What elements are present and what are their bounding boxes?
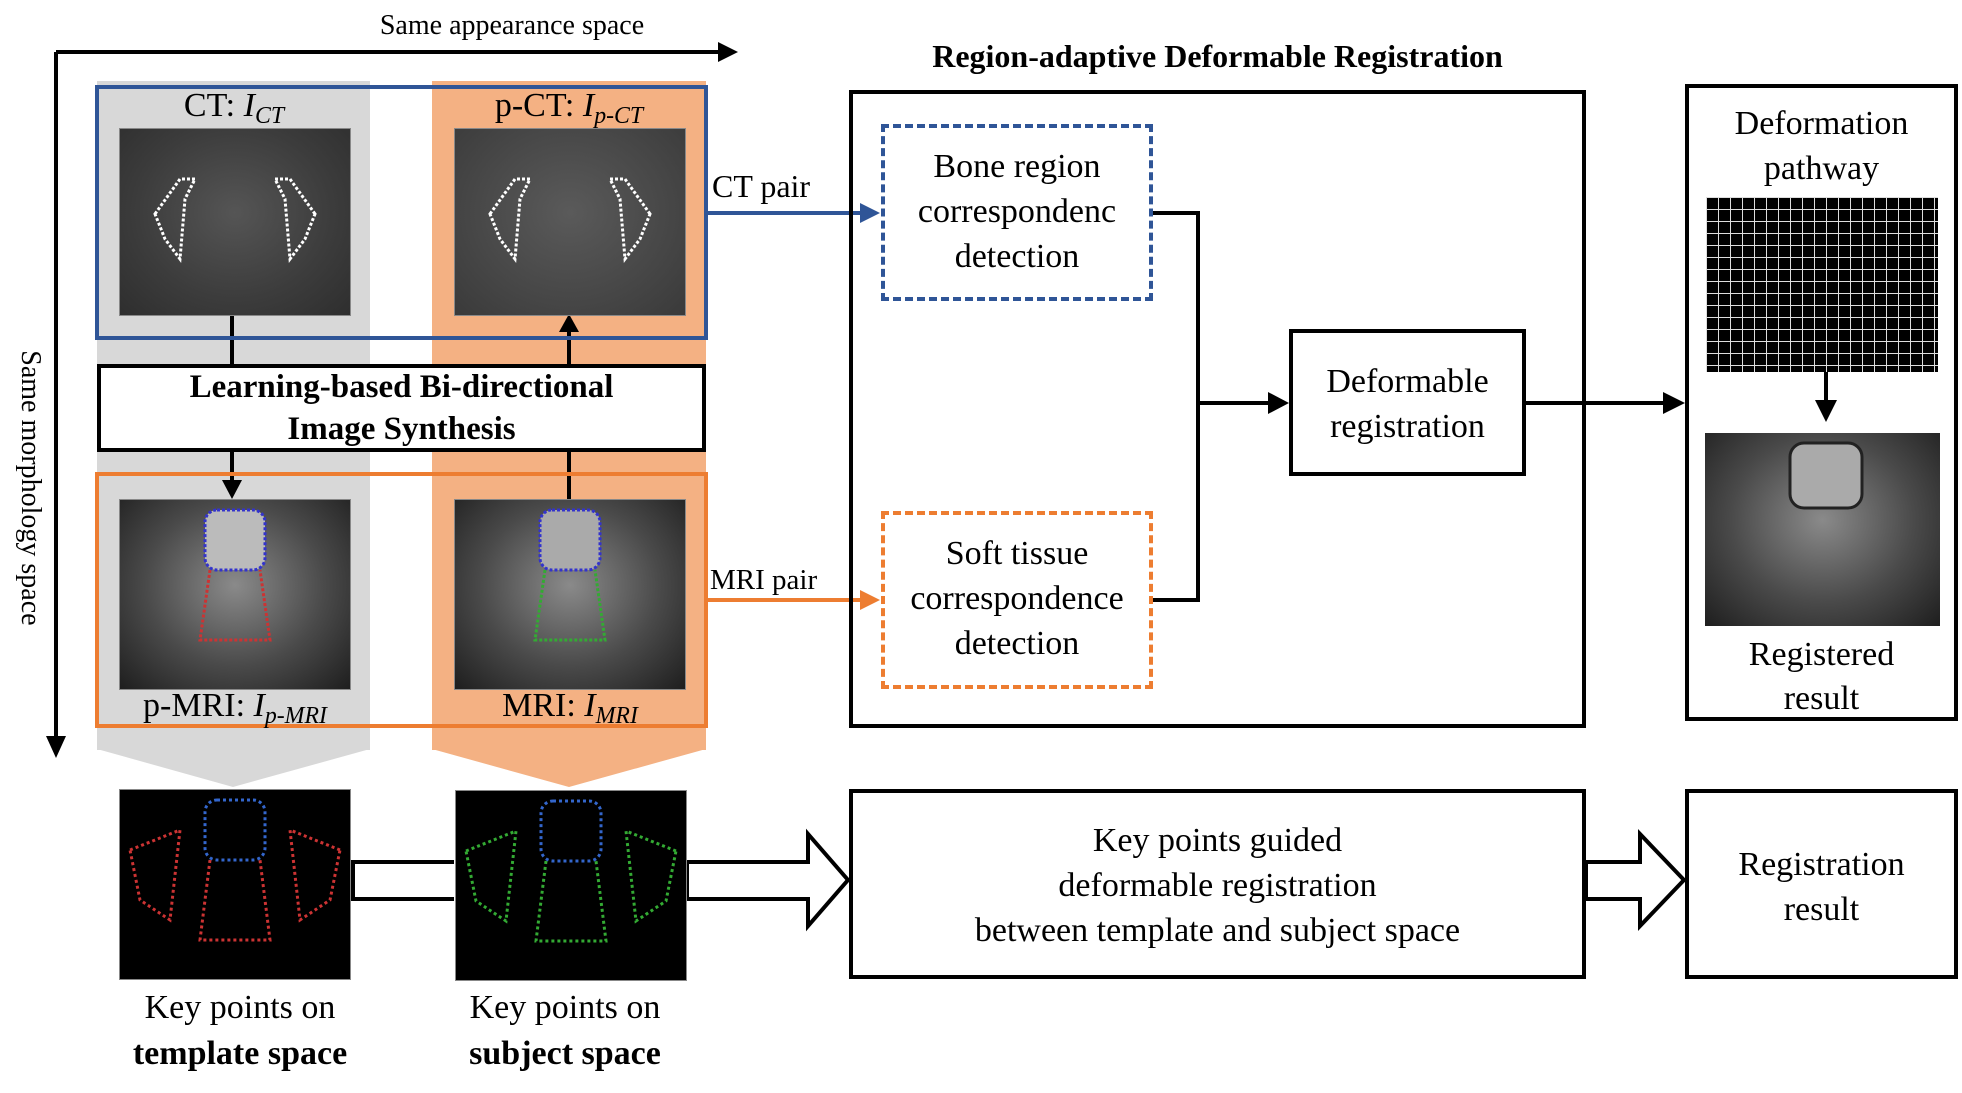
guided-line-3: between template and subject space: [974, 912, 1461, 949]
region-adaptive-box: [849, 90, 1586, 728]
ct-label-prefix: CT:: [183, 87, 244, 124]
synthesis-line-1: Learning-based Bi-directional: [189, 369, 614, 405]
pct-symbol: I: [582, 87, 595, 124]
synthesis-box: Learning-based Bi-directional Image Synt…: [97, 364, 706, 452]
mri-image: [454, 499, 686, 690]
ct-subscript: CT: [254, 103, 285, 130]
mri-keypoints: [533, 508, 607, 642]
pmri-image: [119, 499, 351, 690]
bone-to-merge-line: [1153, 211, 1200, 602]
template-label-line-2: template space: [132, 1035, 348, 1072]
subject-keypoints-image: [455, 790, 687, 981]
mri-label-prefix: MRI:: [502, 687, 585, 724]
region-adaptive-title: Region-adaptive Deformable Registration: [932, 38, 1503, 74]
registered-bladder: [1788, 441, 1864, 510]
guided-line-1: Key points guided: [1092, 822, 1343, 859]
subject-keypoints-outline: [464, 799, 678, 943]
result-panel-box: [1685, 84, 1958, 721]
soft-tissue-correspondence-box: Soft tissue correspondence detection: [881, 511, 1153, 689]
pmri-subscript: p-MRI: [264, 703, 327, 730]
merge-to-deformable-arrow: [1198, 392, 1289, 414]
hollow-arrow-to-guided: [685, 828, 851, 932]
pct-label: p-CT: Ip-CT: [454, 84, 684, 132]
pmri-label: p-MRI: Ip-MRI: [105, 684, 365, 732]
bone-correspondence-box: Bone region correspondenc detection: [881, 124, 1153, 301]
ct-bone-outline: [153, 177, 317, 264]
pmri-label-prefix: p-MRI:: [143, 687, 254, 724]
pmri-keypoints: [198, 508, 272, 642]
keypoints-link: [351, 860, 454, 901]
hollow-arrow-to-result: [1584, 829, 1687, 931]
mri-subscript: MRI: [595, 703, 638, 730]
ct-pair-arrow: [708, 203, 880, 223]
deformable-to-result-arrow: [1526, 392, 1685, 414]
pct-label-prefix: p-CT:: [494, 87, 583, 124]
registered-result-image: [1705, 433, 1940, 626]
registered-line-2: result: [1783, 680, 1860, 717]
ct-group-box: [95, 85, 708, 340]
registration-result-box: Registration result: [1685, 789, 1958, 979]
template-chevron: [97, 749, 370, 787]
deformation-line-2: pathway: [1763, 150, 1880, 187]
ct-label: CT: ICT: [119, 84, 349, 132]
subject-label-line-2: subject space: [469, 1035, 661, 1072]
deformation-line-1: Deformation: [1734, 105, 1909, 142]
deformable-registration-box: Deformable registration: [1289, 329, 1526, 476]
pct-image: [454, 128, 686, 316]
soft-line-3: detection: [954, 625, 1080, 662]
template-keypoints-outline: [128, 798, 342, 942]
deformable-line-2: registration: [1330, 408, 1485, 445]
bone-line-2: correspondenc: [917, 193, 1117, 230]
result-line-1: Registration: [1738, 846, 1905, 883]
soft-line-1: Soft tissue: [945, 535, 1089, 572]
subject-chevron: [432, 749, 706, 787]
deformation-field-image: [1706, 197, 1938, 372]
deformable-line-1: Deformable: [1326, 363, 1489, 400]
template-label-line-1: Key points on: [144, 989, 336, 1026]
ct-pair-label: CT pair: [712, 168, 811, 204]
pct-subscript: p-CT: [594, 103, 644, 130]
result-line-2: result: [1783, 891, 1860, 928]
soft-line-2: correspondence: [910, 580, 1124, 617]
mri-label: MRI: IMRI: [440, 684, 700, 732]
mri-symbol: I: [584, 687, 596, 724]
appearance-axis-arrow: [56, 42, 738, 62]
mri-group-box: [95, 472, 708, 728]
mri-pair-label: MRI pair: [710, 564, 818, 596]
ct-symbol: I: [243, 87, 255, 124]
ct-image: [119, 128, 351, 316]
bone-line-1: Bone region: [933, 148, 1101, 185]
bone-line-3: detection: [954, 238, 1080, 275]
registered-line-1: Registered: [1748, 636, 1895, 673]
appearance-axis-label: Same appearance space: [379, 10, 645, 41]
pct-bone-outline: [488, 177, 652, 264]
morphology-axis-label: Same morphology space: [14, 350, 46, 626]
template-keypoints-image: [119, 789, 351, 980]
pathway-to-registered-arrow: [1815, 372, 1837, 422]
morphology-axis-arrow: [46, 52, 66, 758]
mri-pair-arrow: [708, 590, 880, 610]
synthesis-line-2: Image Synthesis: [287, 411, 516, 447]
guided-line-2: deformable registration: [1058, 867, 1377, 904]
pmri-symbol: I: [253, 687, 265, 724]
synthesis-to-pct-arrow: [559, 314, 579, 364]
keypoints-guided-registration-box: Key points guided deformable registratio…: [849, 789, 1586, 979]
synthesis-to-pmri-arrow: [222, 452, 242, 499]
subject-label-line-1: Key points on: [469, 989, 661, 1026]
